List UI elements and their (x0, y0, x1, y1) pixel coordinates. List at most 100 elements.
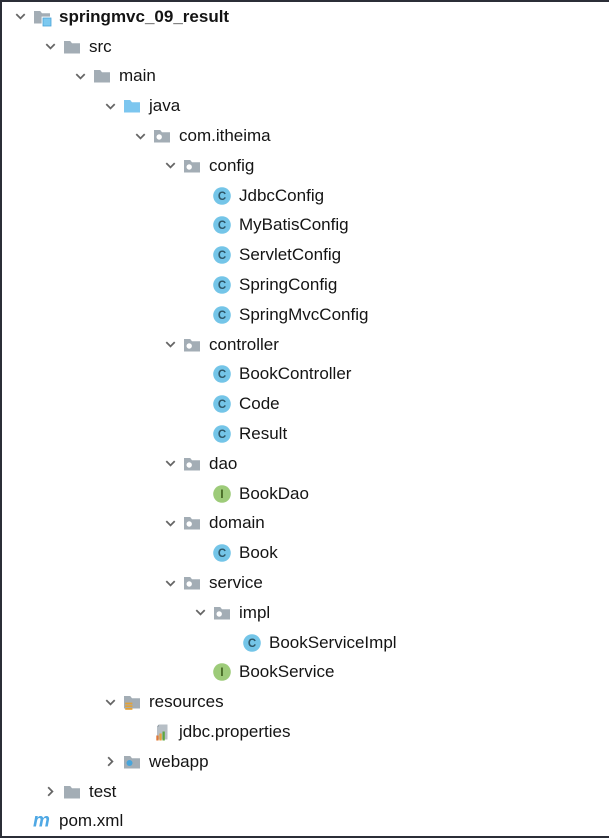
maven-file-icon: m (32, 811, 52, 831)
tree-node-label: pom.xml (59, 811, 124, 831)
tree-node-label: main (119, 66, 156, 86)
chevron-spacer (188, 275, 212, 295)
class-icon: C (212, 275, 232, 295)
chevron-expanded-icon[interactable] (158, 513, 182, 533)
chevron-spacer (218, 633, 242, 653)
tree-row-controller[interactable]: controller (2, 330, 609, 360)
tree-row-springmvcconfig[interactable]: C SpringMvcConfig (2, 300, 609, 330)
svg-text:C: C (218, 191, 226, 203)
chevron-expanded-icon[interactable] (158, 335, 182, 355)
svg-text:C: C (218, 548, 226, 560)
tree-node-label: controller (209, 334, 279, 354)
chevron-expanded-icon[interactable] (68, 66, 92, 86)
folder-icon (92, 66, 112, 86)
tree-node-label: Code (239, 394, 280, 414)
folder-icon (62, 782, 82, 802)
svg-text:C: C (218, 399, 226, 411)
tree-node-label: SpringConfig (239, 275, 338, 295)
tree-node-label: BookServiceImpl (269, 632, 397, 652)
svg-text:C: C (218, 429, 226, 441)
tree-row-pom-xml[interactable]: m pom.xml (2, 807, 609, 837)
tree-row-bookservice[interactable]: I BookService (2, 658, 609, 688)
tree-row-java[interactable]: java (2, 91, 609, 121)
tree-node-label: BookDao (239, 483, 309, 503)
chevron-spacer (188, 484, 212, 504)
tree-node-label: src (89, 36, 112, 56)
tree-node-label: impl (239, 602, 271, 622)
tree-row-jdbcconfig[interactable]: C JdbcConfig (2, 181, 609, 211)
tree-node-label: BookController (239, 364, 352, 384)
tree-row-servletconfig[interactable]: C ServletConfig (2, 240, 609, 270)
chevron-spacer (128, 722, 152, 742)
package-icon (152, 126, 172, 146)
tree-node-label: ServletConfig (239, 245, 342, 265)
chevron-collapsed-icon[interactable] (98, 752, 122, 772)
class-icon: C (242, 633, 262, 653)
chevron-expanded-icon[interactable] (8, 7, 32, 27)
tree-node-label: com.itheima (179, 126, 271, 146)
svg-text:C: C (218, 280, 226, 292)
tree-row-webapp[interactable]: webapp (2, 747, 609, 777)
chevron-spacer (188, 424, 212, 444)
chevron-expanded-icon[interactable] (98, 96, 122, 116)
tree-row-domain[interactable]: domain (2, 509, 609, 539)
class-icon: C (212, 215, 232, 235)
svg-text:C: C (218, 250, 226, 262)
class-icon: C (212, 394, 232, 414)
tree-row-main[interactable]: main (2, 62, 609, 92)
tree-row-src[interactable]: src (2, 32, 609, 62)
package-icon (182, 513, 202, 533)
tree-node-label: webapp (149, 751, 209, 771)
tree-row-springmvc-09-result[interactable]: springmvc_09_result (2, 2, 609, 32)
tree-row-jdbc-properties[interactable]: jdbc.properties (2, 717, 609, 747)
package-icon (212, 603, 232, 623)
tree-row-resources[interactable]: resources (2, 687, 609, 717)
chevron-spacer (188, 215, 212, 235)
tree-node-label: config (209, 155, 255, 175)
tree-row-bookcontroller[interactable]: C BookController (2, 360, 609, 390)
chevron-expanded-icon[interactable] (158, 573, 182, 593)
chevron-spacer (188, 245, 212, 265)
web-folder-icon (122, 752, 142, 772)
tree-row-mybatisconfig[interactable]: C MyBatisConfig (2, 211, 609, 241)
tree-node-label: MyBatisConfig (239, 215, 349, 235)
class-icon: C (212, 424, 232, 444)
chevron-expanded-icon[interactable] (158, 156, 182, 176)
tree-node-label: jdbc.properties (179, 722, 291, 742)
chevron-collapsed-icon[interactable] (38, 782, 62, 802)
tree-node-label: java (149, 96, 181, 116)
tree-row-book[interactable]: C Book (2, 538, 609, 568)
properties-file-icon (152, 722, 172, 742)
tree-row-com-itheima[interactable]: com.itheima (2, 121, 609, 151)
tree-row-config[interactable]: config (2, 151, 609, 181)
svg-text:C: C (218, 310, 226, 322)
tree-node-label: test (89, 781, 117, 801)
project-folder-icon (32, 7, 52, 27)
tree-row-impl[interactable]: impl (2, 598, 609, 628)
sources-folder-icon (122, 96, 142, 116)
tree-row-result[interactable]: C Result (2, 419, 609, 449)
tree-row-dao[interactable]: dao (2, 449, 609, 479)
svg-text:C: C (218, 369, 226, 381)
chevron-expanded-icon[interactable] (98, 692, 122, 712)
tree-node-label: Result (239, 424, 288, 444)
chevron-expanded-icon[interactable] (188, 603, 212, 623)
chevron-expanded-icon[interactable] (38, 37, 62, 57)
chevron-expanded-icon[interactable] (158, 454, 182, 474)
tree-row-springconfig[interactable]: C SpringConfig (2, 270, 609, 300)
class-icon: C (212, 543, 232, 563)
folder-icon (62, 37, 82, 57)
class-icon: C (212, 245, 232, 265)
chevron-expanded-icon[interactable] (128, 126, 152, 146)
svg-text:I: I (220, 489, 223, 501)
tree-row-test[interactable]: test (2, 777, 609, 807)
chevron-spacer (188, 305, 212, 325)
tree-row-bookserviceimpl[interactable]: C BookServiceImpl (2, 628, 609, 658)
tree-row-service[interactable]: service (2, 568, 609, 598)
tree-row-bookdao[interactable]: I BookDao (2, 479, 609, 509)
tree-node-label: Book (239, 543, 278, 563)
tree-row-code[interactable]: C Code (2, 389, 609, 419)
chevron-spacer (188, 186, 212, 206)
chevron-spacer (8, 811, 32, 831)
